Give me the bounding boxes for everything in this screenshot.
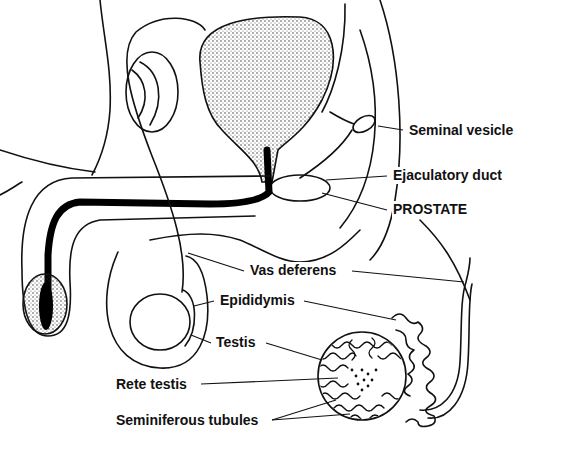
- part-label: Rete testis: [115, 376, 188, 393]
- part-label: Seminal vesicle: [408, 122, 514, 139]
- part-label: Vas deferens: [249, 262, 337, 279]
- part-label: Epididymis: [219, 292, 296, 309]
- part-label: Seminiferous tubules: [115, 412, 259, 429]
- part-label: PROSTATE: [392, 201, 468, 218]
- part-label: Ejaculatory duct: [392, 167, 503, 184]
- part-label: Testis: [215, 334, 256, 351]
